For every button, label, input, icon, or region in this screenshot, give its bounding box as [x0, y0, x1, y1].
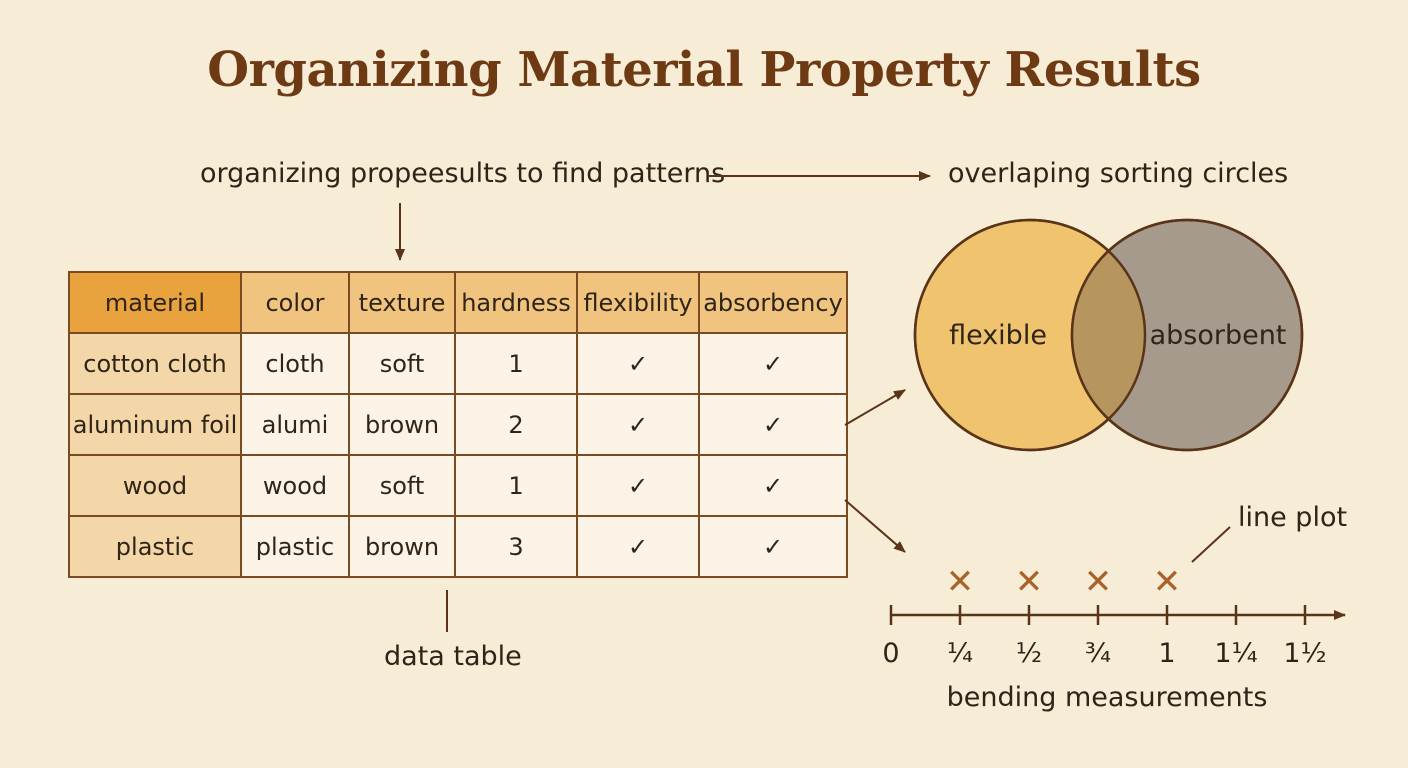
- table-row: wood wood soft 1 ✓ ✓: [68, 454, 848, 517]
- venn-label-absorbent: absorbent: [1150, 320, 1287, 351]
- check-icon: ✓: [698, 515, 848, 578]
- arrow-table-to-venn: [844, 389, 906, 426]
- axis-tick-label: 0: [882, 638, 899, 669]
- axis-tick-label: 1: [1158, 638, 1175, 669]
- line-plot-x-mark: ✕: [1153, 562, 1182, 602]
- cell-texture: brown: [348, 393, 456, 456]
- check-icon: ✓: [698, 454, 848, 517]
- cell-color: wood: [240, 454, 350, 517]
- page-title: Organizing Material Property Results: [207, 42, 1201, 98]
- caption-organizing: organizing propeesults to find patterns: [200, 158, 726, 189]
- cell-hardness: 1: [454, 454, 578, 517]
- axis-tick-label: ¼: [947, 638, 973, 669]
- table-row: aluminum foil alumi brown 2 ✓ ✓: [68, 393, 848, 456]
- line-plot-axis-label: bending measurements: [947, 682, 1268, 713]
- cell-color: cloth: [240, 332, 350, 395]
- cell-hardness: 3: [454, 515, 578, 578]
- header-hardness: hardness: [454, 271, 578, 334]
- header-color: color: [240, 271, 350, 334]
- check-icon: ✓: [698, 393, 848, 456]
- table-header-row: material color texture hardness flexibil…: [68, 271, 848, 334]
- caption-venn: overlaping sorting circles: [948, 158, 1289, 189]
- header-material: material: [68, 271, 242, 334]
- axis-tick-label: 1½: [1283, 638, 1326, 669]
- cell-hardness: 2: [454, 393, 578, 456]
- check-icon: ✓: [576, 332, 700, 395]
- cell-material: cotton cloth: [68, 332, 242, 395]
- cell-texture: soft: [348, 332, 456, 395]
- arrow-table-to-lineplot: [844, 499, 906, 553]
- check-icon: ✓: [576, 454, 700, 517]
- axis-tick-label: ½: [1016, 638, 1042, 669]
- venn-label-flexible: flexible: [949, 320, 1047, 351]
- cell-material: plastic: [68, 515, 242, 578]
- header-flexibility: flexibility: [576, 271, 700, 334]
- line-plot-x-mark: ✕: [1015, 562, 1044, 602]
- table-row: plastic plastic brown 3 ✓ ✓: [68, 515, 848, 578]
- line-plot-x-mark: ✕: [946, 562, 975, 602]
- data-table: material color texture hardness flexibil…: [68, 271, 848, 578]
- header-absorbency: absorbency: [698, 271, 848, 334]
- venn-diagram: flexible absorbent: [913, 218, 1304, 452]
- axis-tick-label: 1¼: [1214, 638, 1257, 669]
- venn-outline-left: [913, 218, 1147, 452]
- cell-color: alumi: [240, 393, 350, 456]
- leader-line-plot: [1191, 526, 1231, 563]
- check-icon: ✓: [576, 393, 700, 456]
- cell-hardness: 1: [454, 332, 578, 395]
- check-icon: ✓: [698, 332, 848, 395]
- check-icon: ✓: [576, 515, 700, 578]
- cell-color: plastic: [240, 515, 350, 578]
- table-row: cotton cloth cloth soft 1 ✓ ✓: [68, 332, 848, 395]
- header-texture: texture: [348, 271, 456, 334]
- caption-data-table: data table: [384, 641, 522, 672]
- venn-outline-right: [1070, 218, 1304, 452]
- cell-texture: soft: [348, 454, 456, 517]
- caption-line-plot: line plot: [1238, 502, 1348, 533]
- cell-texture: brown: [348, 515, 456, 578]
- line-plot: 0 ¼ ½ ¾ 1 1¼ 1½ ✕ ✕ ✕ ✕: [882, 562, 1346, 669]
- cell-material: aluminum foil: [68, 393, 242, 456]
- line-plot-x-mark: ✕: [1084, 562, 1113, 602]
- axis-tick-label: ¾: [1085, 638, 1111, 669]
- cell-material: wood: [68, 454, 242, 517]
